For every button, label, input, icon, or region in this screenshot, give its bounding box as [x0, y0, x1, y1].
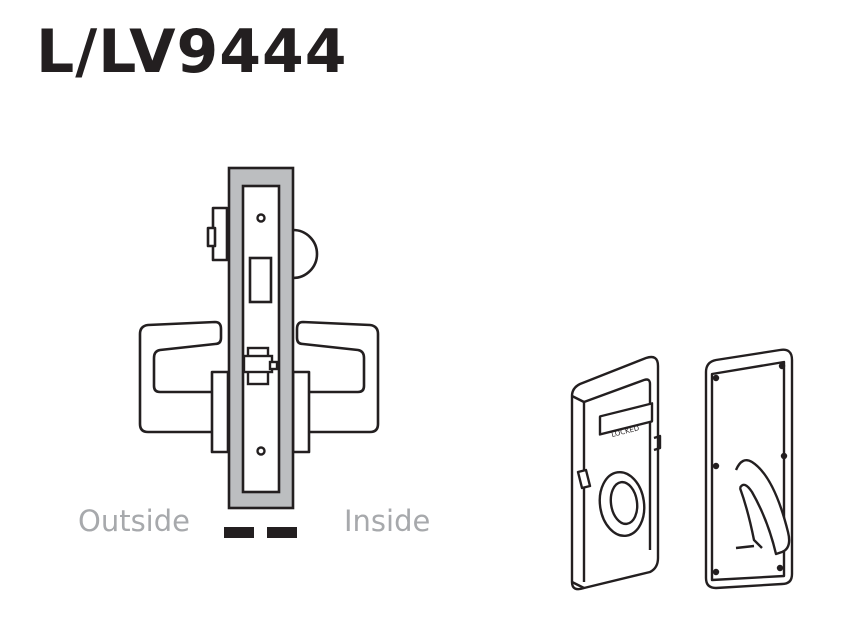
top-screw	[256, 213, 266, 223]
latch	[242, 346, 279, 386]
door-marker-right	[267, 527, 297, 538]
inside-label: Inside	[344, 504, 431, 538]
inside-thumbturn	[292, 228, 319, 280]
outside-label: Outside	[78, 504, 190, 538]
model-title: L/LV9444	[36, 17, 348, 87]
bottom-screw	[256, 446, 266, 456]
door-marker-left	[224, 527, 254, 538]
inside-escutcheon	[704, 348, 794, 590]
outside-cylinder	[206, 206, 229, 262]
inside-lever	[295, 320, 380, 434]
outside-escutcheon	[570, 355, 662, 591]
deadbolt-slot	[248, 256, 273, 304]
lock-case	[241, 184, 281, 494]
outside-lever	[138, 320, 223, 434]
